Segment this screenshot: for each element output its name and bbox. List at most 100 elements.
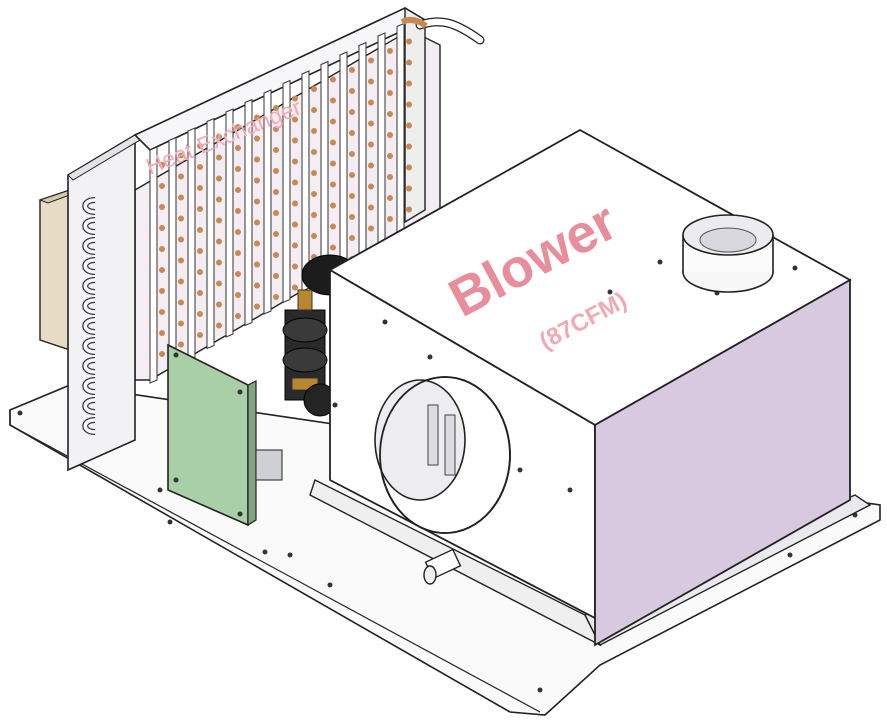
copper-tube	[387, 90, 393, 96]
copper-tube	[178, 236, 184, 243]
copper-tube	[197, 143, 203, 149]
copper-tube	[197, 332, 203, 338]
coil-bend-highlight	[83, 298, 96, 314]
copper-tube	[216, 154, 222, 161]
copper-tube	[330, 160, 336, 167]
blower-housing: Blower (87CFM)	[309, 128, 872, 647]
copper-tube	[273, 210, 279, 216]
copper-tube	[273, 189, 279, 195]
copper-tube	[292, 95, 298, 102]
copper-tube	[159, 204, 165, 210]
copper-tube	[330, 139, 336, 146]
copper-tube	[292, 221, 298, 228]
fin	[225, 108, 234, 338]
coil-bend-highlight	[83, 218, 96, 234]
fin	[263, 89, 272, 315]
copper-tube	[387, 195, 393, 201]
copper-tube	[254, 198, 260, 205]
copper-tube	[349, 67, 355, 73]
copper-tube	[159, 267, 165, 273]
copper-tube	[311, 128, 317, 134]
copper-tube	[273, 273, 279, 279]
copper-tube	[235, 208, 241, 214]
copper-tube	[235, 124, 241, 130]
fin	[358, 41, 367, 258]
fin	[282, 79, 291, 304]
copper-tube	[387, 69, 393, 75]
heat-exchanger: Heat Exchanger	[67, 6, 485, 472]
copper-tube	[178, 278, 184, 285]
copper-tube	[406, 185, 412, 192]
coil-bend-highlight	[83, 258, 96, 274]
coil-bend-highlight	[83, 318, 96, 334]
copper-tube	[368, 120, 374, 127]
coil-bend-highlight	[83, 378, 96, 394]
coil-bend-highlight	[83, 238, 96, 254]
copper-tube	[349, 109, 355, 115]
motor-assembly	[282, 254, 359, 417]
copper-tube	[368, 99, 374, 106]
copper-tube	[197, 311, 203, 317]
copper-tube	[311, 191, 317, 197]
copper-tube	[368, 57, 374, 64]
copper-tube	[197, 206, 203, 212]
copper-tube	[349, 214, 355, 220]
copper-tube	[273, 168, 279, 174]
copper-tube	[254, 114, 260, 121]
copper-tube	[406, 122, 412, 129]
copper-tube	[330, 223, 336, 230]
copper-tube	[197, 164, 203, 170]
copper-tube	[406, 59, 412, 66]
copper-tube	[330, 118, 336, 125]
copper-tube	[292, 116, 298, 123]
copper-tube	[368, 78, 374, 85]
copper-tube	[406, 143, 412, 150]
copper-tube	[216, 133, 222, 140]
copper-tube	[254, 240, 260, 247]
coil-bend-highlight	[83, 418, 96, 434]
copper-tube	[216, 301, 222, 308]
coil-bend-highlight	[83, 198, 96, 214]
circuit-board	[167, 343, 283, 527]
fin	[168, 136, 177, 373]
copper-tube	[197, 248, 203, 254]
copper-tube	[235, 271, 241, 277]
copper-tube	[197, 290, 203, 296]
copper-tube	[159, 183, 165, 189]
copper-tube	[311, 233, 317, 239]
copper-tube	[292, 263, 298, 270]
copper-tube	[254, 282, 260, 289]
copper-tube	[216, 175, 222, 182]
drain-pipe	[423, 548, 462, 585]
copper-tube	[216, 259, 222, 266]
copper-tube	[178, 257, 184, 264]
fin	[244, 98, 253, 327]
copper-tube	[235, 145, 241, 151]
copper-tube	[254, 219, 260, 226]
copper-tube	[349, 88, 355, 94]
fin	[206, 117, 215, 350]
copper-tube	[216, 217, 222, 224]
coil-bend-highlight	[83, 358, 96, 374]
copper-tube	[330, 76, 336, 83]
copper-tube	[235, 292, 241, 298]
copper-tube	[406, 164, 412, 171]
fin	[301, 70, 310, 292]
blower-top-outlet	[682, 214, 774, 293]
copper-tube	[330, 97, 336, 104]
copper-tube	[216, 280, 222, 287]
copper-tube	[254, 177, 260, 184]
copper-tube	[311, 107, 317, 113]
copper-tube	[235, 166, 241, 172]
copper-tube	[292, 200, 298, 207]
copper-tube	[368, 183, 374, 190]
copper-tube	[406, 206, 412, 213]
copper-tube	[368, 162, 374, 169]
copper-tube	[311, 212, 317, 218]
copper-tube	[311, 86, 317, 92]
copper-tube	[311, 170, 317, 176]
copper-tube	[178, 173, 184, 180]
copper-tube	[254, 261, 260, 268]
copper-tube	[349, 193, 355, 199]
